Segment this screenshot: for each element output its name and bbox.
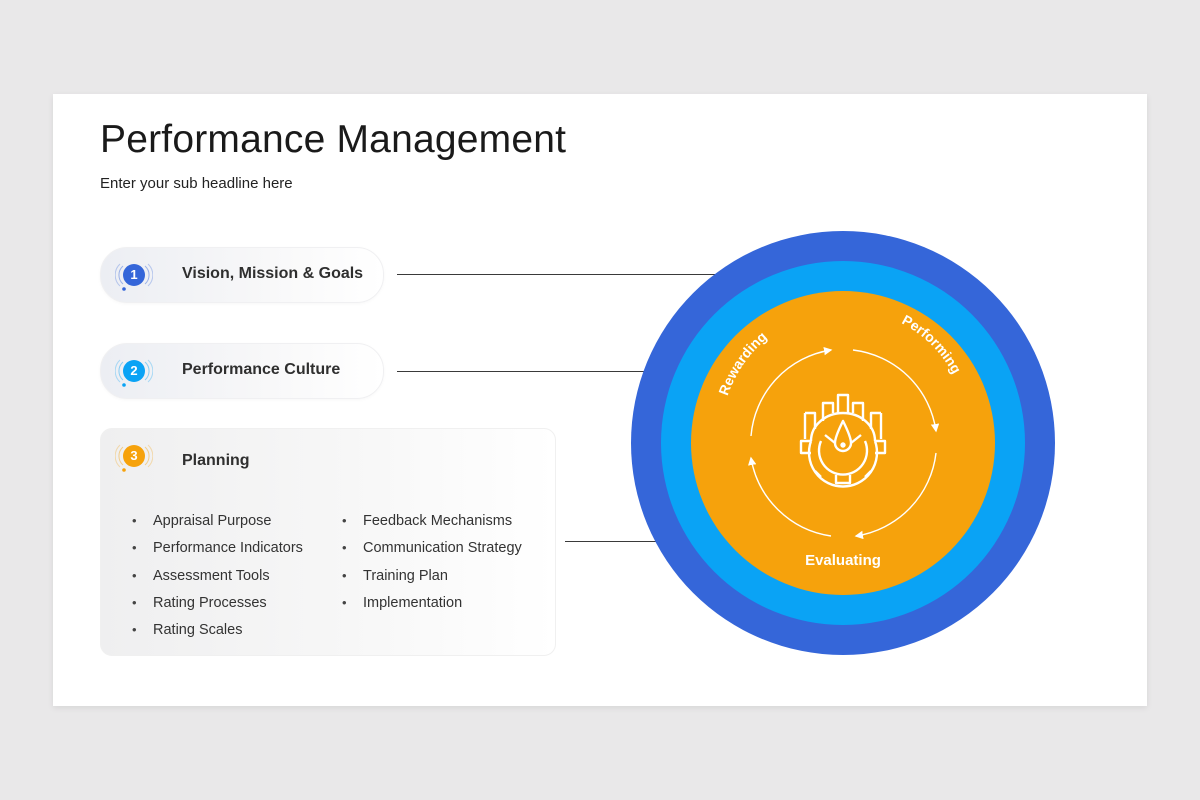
item-vision-mission-goals: 1 Vision, Mission & Goals <box>100 247 384 303</box>
list-item: Rating Processes <box>132 593 303 620</box>
cycle-arrows-icon <box>748 346 940 540</box>
number-badge-1: 1 <box>115 256 153 294</box>
badge-number: 1 <box>123 264 145 286</box>
item-label: Performance Culture <box>182 361 341 378</box>
item-planning: 3 Planning Appraisal Purpose Performance… <box>100 428 556 656</box>
badge-number: 3 <box>123 445 145 467</box>
cycle-diagram: Rewarding Performing Evaluating <box>631 231 1055 655</box>
list-item: Appraisal Purpose <box>132 511 303 538</box>
ripple-icon <box>115 359 153 387</box>
ripple-icon <box>115 263 153 291</box>
item-label: Planning <box>182 452 250 469</box>
list-item: Communication Strategy <box>342 538 522 565</box>
list-item: Assessment Tools <box>132 566 303 593</box>
badge-number: 2 <box>123 360 145 382</box>
item-performance-culture: 2 Performance Culture <box>100 343 384 399</box>
stage-label-evaluating: Evaluating <box>805 552 881 569</box>
page-title: Performance Management <box>100 118 567 161</box>
planning-list-column-1: Appraisal Purpose Performance Indicators… <box>132 511 303 647</box>
slide: Performance Management Enter your sub he… <box>53 94 1147 706</box>
page-subtitle: Enter your sub headline here <box>100 175 293 192</box>
list-item: Performance Indicators <box>132 538 303 565</box>
list-item: Rating Scales <box>132 620 303 647</box>
number-badge-3: 3 <box>115 437 153 475</box>
list-item: Implementation <box>342 593 522 620</box>
ripple-icon <box>115 444 153 472</box>
list-item: Feedback Mechanisms <box>342 511 522 538</box>
item-label: Vision, Mission & Goals <box>182 265 364 282</box>
gear-drop-chart-icon <box>799 393 887 488</box>
number-badge-2: 2 <box>115 352 153 390</box>
planning-list-column-2: Feedback Mechanisms Communication Strate… <box>342 511 522 620</box>
list-item: Training Plan <box>342 566 522 593</box>
